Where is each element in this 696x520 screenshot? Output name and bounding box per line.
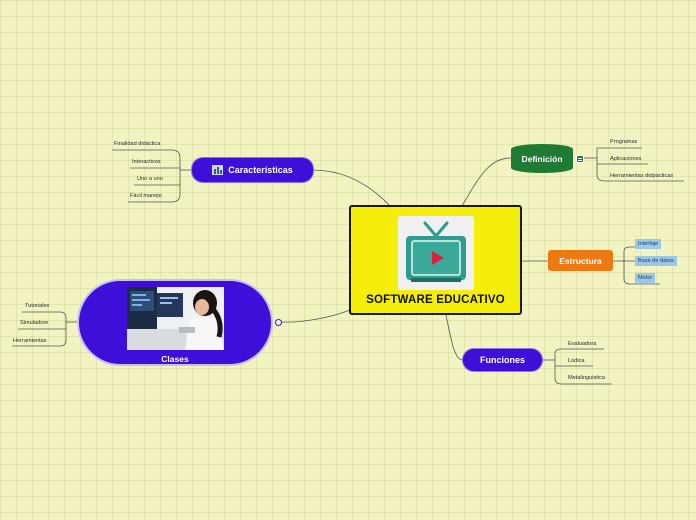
subtopic-herramientas-didacticas[interactable]: Herramientas didpácticas bbox=[610, 173, 674, 179]
subtopic-base-de-datos[interactable]: Base de datos bbox=[635, 256, 677, 266]
subtopic-ludica[interactable]: Lúdica bbox=[568, 358, 585, 364]
topic-funciones[interactable]: Funciones bbox=[463, 349, 542, 371]
topic-caracteristicas[interactable]: Características bbox=[192, 158, 313, 182]
subtopic-facil-manejo[interactable]: Fácil manejo bbox=[130, 193, 162, 199]
subtopic-herramientas[interactable]: Herramientas bbox=[13, 338, 47, 344]
topic-definicion-label: Definición bbox=[521, 153, 563, 164]
bar-chart-icon bbox=[212, 165, 224, 175]
tv-play-icon bbox=[397, 216, 474, 290]
subtopic-programas[interactable]: Programas bbox=[610, 139, 638, 145]
topic-caracteristicas-label: Características bbox=[228, 165, 293, 175]
topic-funciones-label: Funciones bbox=[479, 355, 525, 365]
subtopic-uno-a-uno[interactable]: Uno a uno bbox=[137, 176, 163, 182]
subtopic-metalinguistica[interactable]: Metalinguistica bbox=[568, 375, 605, 381]
expand-icon[interactable] bbox=[275, 319, 282, 326]
subtopic-finalidad[interactable]: Finalidad didáctica bbox=[114, 141, 161, 147]
topic-clases-label: Clases bbox=[161, 354, 189, 364]
subtopic-interactivos[interactable]: Interactivos bbox=[132, 159, 161, 165]
subtopic-interfaje[interactable]: Interfaje bbox=[635, 239, 662, 249]
central-title: SOFTWARE EDUCATIVO bbox=[366, 294, 505, 306]
subtopic-motor[interactable]: Motor bbox=[635, 273, 656, 283]
subtopic-tutoriales[interactable]: Tutoriales bbox=[25, 303, 50, 309]
collapse-icon[interactable] bbox=[576, 155, 584, 163]
topic-estructura-label: Estructura bbox=[559, 255, 602, 266]
subtopic-evaluadora[interactable]: Evaluadora bbox=[568, 341, 597, 347]
central-topic[interactable]: SOFTWARE EDUCATIVO bbox=[349, 205, 522, 315]
subtopic-aplicaciones[interactable]: Aplicaciones bbox=[610, 156, 642, 162]
classroom-photo bbox=[126, 287, 224, 350]
topic-clases[interactable]: Clases bbox=[77, 279, 273, 366]
topic-estructura[interactable]: Estructura bbox=[548, 250, 613, 271]
topic-definicion[interactable]: Definición bbox=[511, 144, 573, 173]
subtopic-simuladore[interactable]: Simuladore bbox=[20, 320, 49, 326]
